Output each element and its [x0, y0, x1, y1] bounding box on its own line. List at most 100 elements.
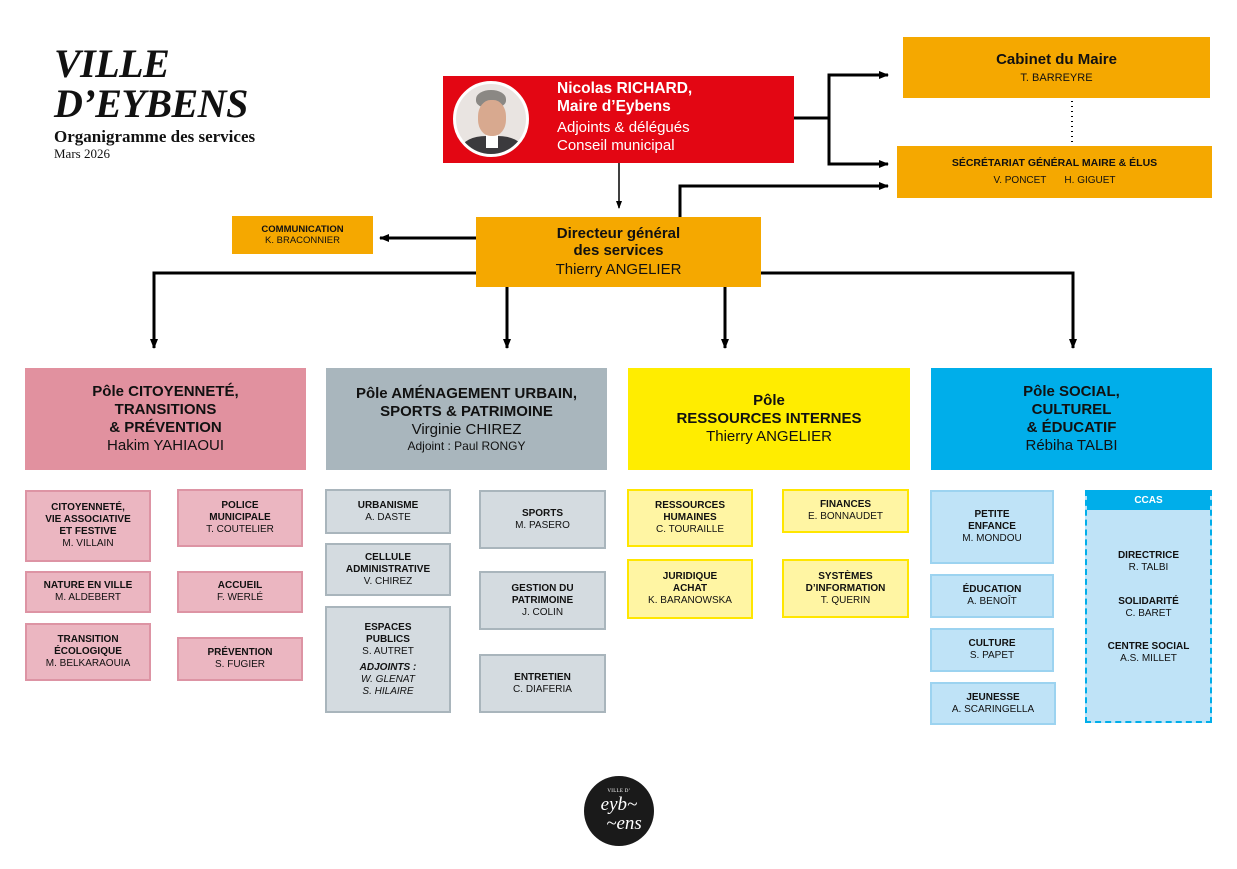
secretariat-title: SÉCRÉTARIAT GÉNÉRAL MAIRE & ÉLUS	[951, 157, 1158, 169]
service-title: FINANCES	[819, 499, 872, 510]
service-title: JURIDIQUE	[662, 571, 718, 582]
ccas-item-name: A.S. MILLET	[1120, 653, 1177, 664]
service-prevention: PRÉVENTION S. FUGIER	[177, 637, 303, 681]
pole-head: Rébiha TALBI	[1025, 437, 1118, 454]
secretariat-names: V. PONCET H. GIGUET	[993, 174, 1115, 187]
service-title: HUMAINES	[663, 512, 717, 523]
connector-dgs-pole-social	[761, 271, 1077, 349]
logo-line2: ~ens	[606, 813, 642, 834]
service-name: S. PAPET	[969, 650, 1015, 661]
mayor-role: Maire d’Eybens	[557, 98, 671, 115]
secretariat-name: H. GIGUET	[1064, 175, 1116, 186]
service-juridique-achat: JURIDIQUE ACHAT K. BARANOWSKA	[627, 559, 753, 619]
service-name: T. QUERIN	[820, 594, 871, 606]
service-espaces-publics: ESPACES PUBLICS S. AUTRET ADJOINTS : W. …	[325, 606, 451, 713]
service-title: GESTION DU	[511, 582, 574, 594]
service-cellule-administrative: CELLULE ADMINISTRATIVE V. CHIREZ	[325, 543, 451, 596]
service-name: A. BENOÎT	[967, 596, 1017, 607]
service-title: NATURE EN VILLE	[43, 580, 133, 591]
logo-line1: eyb~	[600, 794, 638, 815]
service-gestion-patrimoine: GESTION DU PATRIMOINE J. COLIN	[479, 571, 606, 630]
title-block: VILLE D’EYBENS Organigramme des services…	[54, 44, 255, 162]
ccas-item-solidarite: SOLIDARITÉ C. BARET	[1087, 596, 1210, 620]
service-name: M. MONDOU	[962, 533, 1022, 544]
service-name: S. FUGIER	[214, 659, 265, 670]
service-deputies-label: ADJOINTS :	[359, 661, 417, 673]
pole-title-line: Pôle CITOYENNETÉ,	[92, 383, 239, 400]
service-accueil: ACCUEIL F. WERLÉ	[177, 571, 303, 613]
connector-dgs-secretariat	[678, 182, 889, 217]
service-title: ENTRETIEN	[514, 671, 571, 683]
pole-title-line: Pôle	[753, 392, 785, 409]
service-title: TRANSITION	[57, 634, 119, 645]
service-title: PUBLICS	[366, 633, 410, 645]
service-culture: CULTURE S. PAPET	[930, 628, 1054, 672]
service-sports: SPORTS M. PASERO	[479, 490, 606, 549]
city-title-line2: D’EYBENS	[54, 81, 248, 126]
service-education: ÉDUCATION A. BENOÎT	[930, 574, 1054, 618]
service-entretien: ENTRETIEN C. DIAFERIA	[479, 654, 606, 713]
service-name: M. ALDEBERT	[55, 592, 121, 603]
communication-name: K. BRACONNIER	[265, 235, 340, 246]
ccas-item-name: C. BARET	[1125, 608, 1172, 619]
cabinet-title: Cabinet du Maire	[996, 50, 1117, 68]
service-transition-ecologique: TRANSITION ÉCOLOGIQUE M. BELKARAOUIA	[25, 623, 151, 681]
service-title: MUNICIPALE	[209, 512, 271, 523]
ccas-box: CCAS DIRECTRICE R. TALBI SOLIDARITÉ C. B…	[1085, 490, 1212, 723]
mayor-box: Nicolas RICHARD, Maire d’Eybens Adjoints…	[443, 76, 794, 163]
service-petite-enfance: PETITE ENFANCE M. MONDOU	[930, 490, 1054, 564]
service-title: ACCUEIL	[217, 580, 263, 591]
pole-title-line: TRANSITIONS	[114, 401, 217, 418]
service-title: SPORTS	[521, 507, 564, 519]
service-name: F. WERLÉ	[216, 592, 264, 603]
cabinet-box: Cabinet du Maire T. BARREYRE	[903, 37, 1210, 98]
service-urbanisme: URBANISME A. DASTE	[325, 489, 451, 534]
ccas-item-centre-social: CENTRE SOCIAL A.S. MILLET	[1087, 641, 1210, 665]
connector-mayor-secretariat	[827, 118, 889, 168]
service-name: E. BONNAUDET	[807, 511, 883, 522]
service-title: JEUNESSE	[966, 691, 1020, 703]
pole-deputy: Adjoint : Paul RONGY	[407, 438, 526, 453]
service-title: URBANISME	[357, 499, 419, 511]
communication-title: COMMUNICATION	[261, 224, 344, 235]
mayor-text: Nicolas RICHARD, Maire d’Eybens Adjoints…	[557, 80, 692, 155]
pole-head: Thierry ANGELIER	[706, 428, 832, 445]
page-subtitle: Organigramme des services	[54, 127, 256, 146]
service-title: ET FESTIVE	[59, 526, 117, 537]
service-title: ÉDUCATION	[962, 584, 1022, 595]
secretariat-box: SÉCRÉTARIAT GÉNÉRAL MAIRE & ÉLUS V. PONC…	[897, 146, 1212, 198]
service-title: CULTURE	[968, 638, 1016, 649]
service-title: D’INFORMATION	[805, 582, 886, 594]
pole-title-line: Pôle AMÉNAGEMENT URBAIN,	[355, 384, 578, 402]
service-name: V. CHIREZ	[363, 575, 413, 587]
pole-title-line: & ÉDUCATIF	[1026, 419, 1117, 436]
service-name: A. DASTE	[365, 511, 411, 523]
dgs-box: Directeur général des services Thierry A…	[476, 217, 761, 287]
service-title: CITOYENNETÉ,	[51, 502, 125, 513]
service-title: PETITE	[974, 509, 1010, 520]
service-title: SYSTÈMES	[818, 570, 873, 582]
service-police-municipale: POLICE MUNICIPALE T. COUTELIER	[177, 489, 303, 547]
service-jeunesse: JEUNESSE A. SCARINGELLA	[930, 682, 1056, 725]
service-title: ACHAT	[672, 583, 708, 594]
service-systemes-information: SYSTÈMES D’INFORMATION T. QUERIN	[782, 559, 909, 618]
mayor-adjoints: Adjoints & délégués	[557, 119, 690, 136]
ccas-item-title: SOLIDARITÉ	[1118, 596, 1179, 607]
service-name: M. PASERO	[515, 519, 570, 531]
eybens-logo: VILLE D’ eyb~ ~ens	[584, 776, 654, 846]
pole-title-line: Pôle SOCIAL,	[1023, 383, 1120, 400]
city-title-line1: VILLE	[54, 41, 170, 86]
pole-head: Hakim YAHIAOUI	[107, 437, 224, 454]
pole-citoyennete: Pôle CITOYENNETÉ, TRANSITIONS & PRÉVENTI…	[25, 368, 306, 470]
service-name: K. BARANOWSKA	[648, 595, 732, 606]
service-title: CELLULE	[364, 551, 412, 563]
dgs-title-line1: Directeur général	[556, 225, 681, 242]
service-title: PATRIMOINE	[511, 594, 574, 606]
mayor-name: Nicolas RICHARD,	[557, 80, 693, 97]
service-title: VIE ASSOCIATIVE	[45, 514, 131, 525]
connector-mayor-cabinet	[794, 71, 889, 120]
mayor-photo	[453, 81, 529, 157]
service-name: M. BELKARAOUIA	[45, 658, 131, 669]
service-title: ÉCOLOGIQUE	[54, 646, 122, 657]
service-name: A. SCARINGELLA	[951, 703, 1035, 715]
